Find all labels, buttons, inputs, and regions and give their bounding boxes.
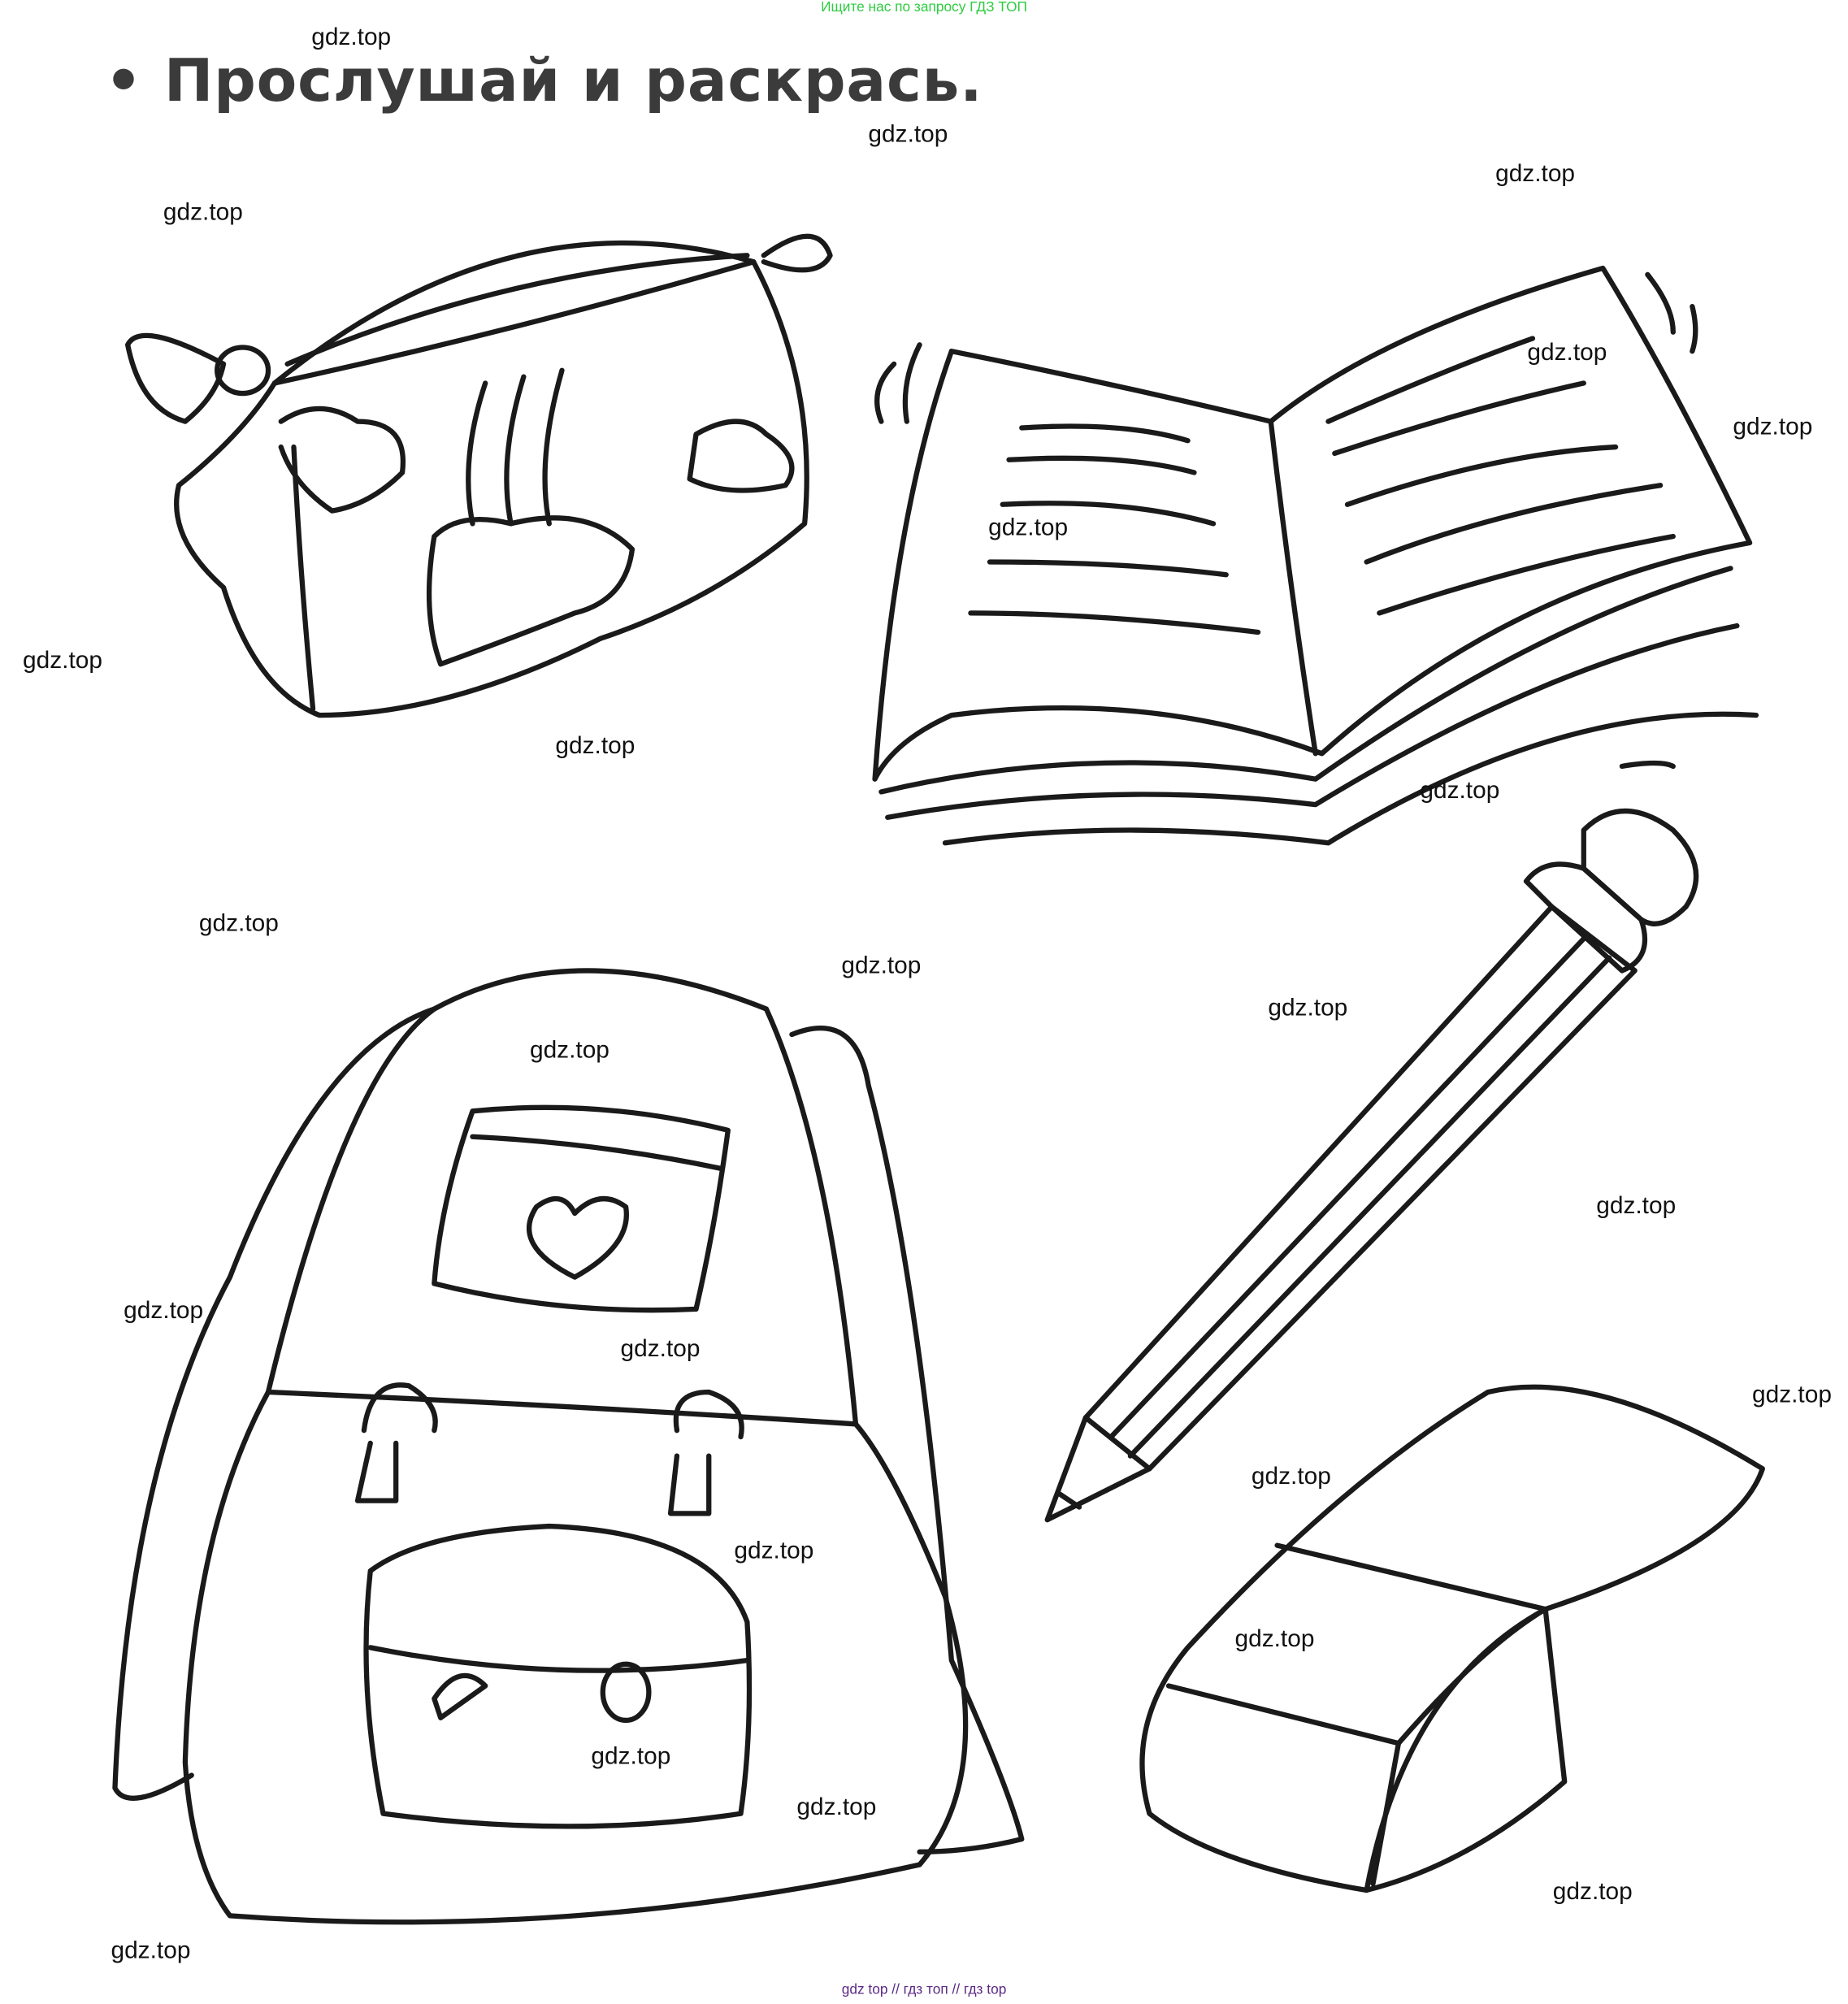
backpack-drawing (112, 968, 1025, 1925)
footer-note: gdz top // гдз топ // гдз top (841, 1982, 1007, 1997)
watermark: gdz.top (620, 1335, 701, 1363)
watermark: gdz.top (1527, 340, 1607, 367)
watermark: gdz.top (124, 1297, 204, 1325)
watermark: gdz.top (1495, 161, 1576, 189)
watermark: gdz.top (23, 647, 102, 675)
watermark: gdz.top (841, 952, 922, 980)
header-note: Ищите нас по запросу ГДЗ ТОП (821, 0, 1027, 15)
page-title: • Прослушай и раскрась. (104, 46, 983, 115)
pencil-case-drawing (125, 233, 833, 718)
watermark: gdz.top (1234, 1625, 1315, 1653)
watermark: gdz.top (555, 733, 636, 761)
watermark: gdz.top (529, 1037, 609, 1065)
watermark: gdz.top (163, 199, 243, 227)
open-book-drawing (872, 265, 1759, 846)
watermark: gdz.top (591, 1743, 671, 1771)
watermark: gdz.top (1552, 1878, 1633, 1906)
watermark: gdz.top (1596, 1192, 1677, 1220)
eraser-drawing (1139, 1384, 1765, 1893)
watermark: gdz.top (1751, 1382, 1832, 1409)
pencil-drawing (1044, 808, 1699, 1523)
watermark: gdz.top (1420, 778, 1500, 805)
watermark: gdz.top (796, 1794, 877, 1822)
watermark: gdz.top (1251, 1464, 1331, 1491)
watermark: gdz.top (734, 1538, 814, 1565)
watermark: gdz.top (198, 910, 279, 938)
watermark: gdz.top (111, 1937, 191, 1965)
watermark: gdz.top (311, 24, 392, 51)
watermark: gdz.top (1268, 995, 1348, 1022)
watermark: gdz.top (988, 514, 1069, 542)
watermark: gdz.top (1733, 414, 1813, 441)
watermark: gdz.top (868, 121, 948, 149)
